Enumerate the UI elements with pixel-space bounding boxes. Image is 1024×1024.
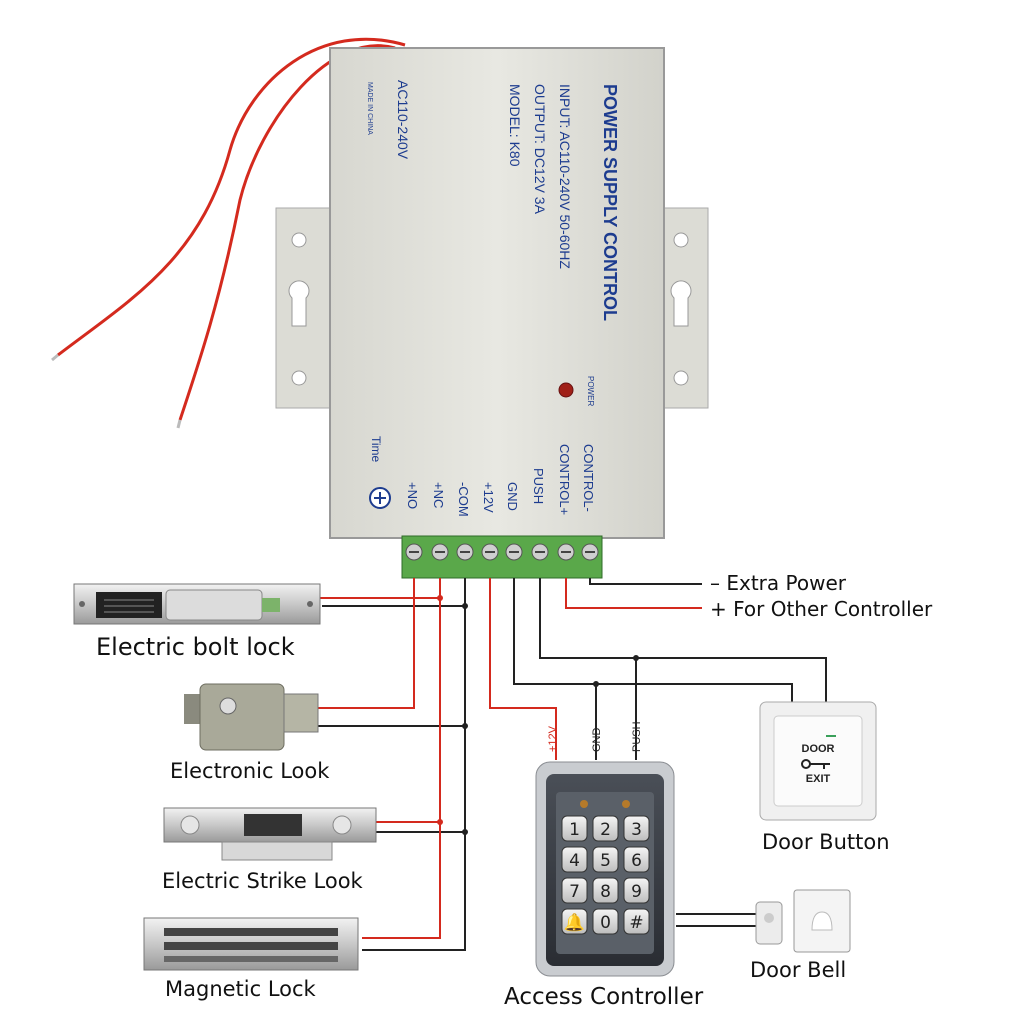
keypad-key-label: 🔔 bbox=[564, 913, 585, 933]
keypad-key[interactable] bbox=[623, 846, 650, 873]
terminal-label: +NC bbox=[431, 482, 446, 508]
electronic-lock bbox=[184, 683, 319, 751]
terminal-label: CONTROL- bbox=[581, 444, 596, 512]
label-access-controller: Access Controller bbox=[504, 984, 704, 1010]
door-bell bbox=[755, 889, 851, 953]
keypad-key-label: 6 bbox=[631, 851, 642, 871]
keypad-key-label: # bbox=[629, 913, 643, 933]
label-door-bell: Door Bell bbox=[750, 958, 847, 982]
keypad-key[interactable] bbox=[592, 877, 619, 904]
wire-label-12v: +12V bbox=[547, 725, 559, 752]
keypad-key-label: 4 bbox=[569, 851, 580, 871]
keypad-key[interactable] bbox=[592, 815, 619, 842]
label-electric-bolt-lock: Electric bolt lock bbox=[96, 633, 295, 661]
psu-made-in: MADE IN CHINA bbox=[366, 82, 373, 135]
wire-label-gnd: GND bbox=[591, 728, 603, 753]
keypad-key[interactable] bbox=[561, 908, 588, 935]
terminal-block bbox=[401, 535, 603, 579]
door-button-bottom-label: EXIT bbox=[806, 773, 831, 785]
terminal-label: GND bbox=[505, 482, 520, 511]
keypad-key[interactable] bbox=[592, 846, 619, 873]
keypad-key[interactable] bbox=[592, 908, 619, 935]
door-button-top-label: DOOR bbox=[802, 743, 835, 755]
other-controller-note: + For Other Controller bbox=[710, 597, 933, 621]
power-led bbox=[558, 382, 574, 398]
electric-bolt-lock bbox=[73, 583, 321, 625]
keypad-key[interactable] bbox=[561, 877, 588, 904]
keypad-key-label: 5 bbox=[600, 851, 611, 871]
label-electronic-lock: Electronic Look bbox=[170, 759, 330, 783]
electric-strike-lock bbox=[163, 807, 377, 861]
psu-model: MODEL: K80 bbox=[507, 84, 523, 167]
psu-ac-label: AC110-240V bbox=[395, 80, 411, 160]
psu-title: POWER SUPPLY CONTROL bbox=[600, 84, 620, 321]
terminal-labels: +NO +NC -COM +12V GND PUSH CONTROL+ CONTROL- bbox=[405, 444, 596, 517]
keypad-key[interactable] bbox=[623, 815, 650, 842]
keypad-key-label: 2 bbox=[600, 820, 611, 840]
keypad-key-label: 9 bbox=[631, 882, 642, 902]
keypad-key[interactable] bbox=[561, 815, 588, 842]
magnetic-lock bbox=[143, 917, 359, 971]
keypad-key-label: 3 bbox=[631, 820, 642, 840]
terminal-label: +12V bbox=[481, 482, 496, 513]
terminal-label: PUSH bbox=[531, 468, 546, 504]
power-supply-box bbox=[329, 47, 665, 539]
time-adjust-knob-icon[interactable] bbox=[369, 487, 391, 509]
label-electric-strike: Electric Strike Look bbox=[162, 869, 363, 893]
psu-title-group: POWER SUPPLY CONTROL bbox=[600, 84, 620, 321]
wire-junctions bbox=[462, 603, 639, 835]
extra-power-note: – Extra Power bbox=[710, 571, 846, 595]
label-magnetic-lock: Magnetic Lock bbox=[165, 977, 316, 1001]
keypad-key-label: 1 bbox=[569, 820, 580, 840]
psu-output-spec: OUTPUT: DC12V 3A bbox=[532, 84, 548, 215]
door-exit-button[interactable]: DOOR EXIT bbox=[759, 701, 877, 821]
keypad-key-label: 0 bbox=[600, 913, 611, 933]
psu-input-spec: INPUT: AC110-240V 50-60HZ bbox=[557, 84, 573, 269]
terminal-label: -COM bbox=[456, 482, 471, 517]
keypad-key[interactable] bbox=[623, 877, 650, 904]
keypad-key[interactable] bbox=[623, 908, 650, 935]
keypad-key[interactable] bbox=[561, 846, 588, 873]
keypad-key-label: 8 bbox=[600, 882, 611, 902]
psu-mounting-brackets bbox=[275, 207, 709, 409]
wire-label-push: PUSH bbox=[631, 721, 643, 752]
wire-tips bbox=[51, 353, 182, 429]
power-led-label: POWER bbox=[586, 376, 595, 406]
time-label: Time bbox=[369, 436, 383, 463]
wire-junctions-red bbox=[437, 595, 443, 825]
keypad-key-label: 7 bbox=[569, 882, 580, 902]
terminal-label: CONTROL+ bbox=[557, 444, 572, 515]
label-door-button: Door Button bbox=[762, 830, 890, 854]
terminal-label: +NO bbox=[405, 482, 420, 509]
key-icon bbox=[801, 759, 830, 769]
